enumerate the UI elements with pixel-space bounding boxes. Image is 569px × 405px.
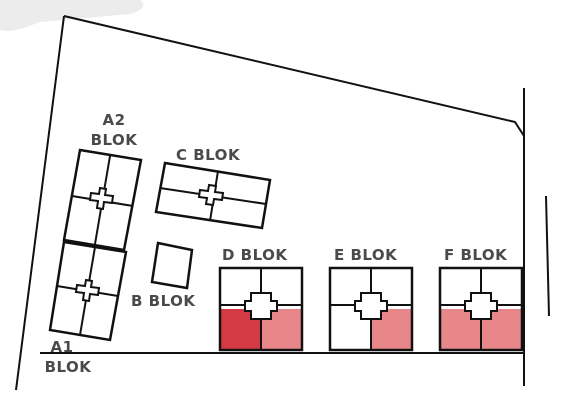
a2-core xyxy=(88,186,115,211)
label-a1: A1 BLOK xyxy=(36,337,100,377)
d-core xyxy=(244,292,278,320)
block-b[interactable] xyxy=(150,241,194,290)
block-c[interactable] xyxy=(154,161,272,230)
label-f: F BLOK xyxy=(444,246,508,264)
label-b: B BLOK xyxy=(131,292,196,310)
block-d[interactable] xyxy=(218,266,304,352)
block-e[interactable] xyxy=(328,266,414,352)
label-a2-line2: BLOK xyxy=(90,131,138,149)
block-a2[interactable] xyxy=(62,148,143,252)
label-a1-line2: BLOK xyxy=(44,358,92,376)
label-a2: A2 BLOK xyxy=(84,110,144,150)
label-a1-line1: A1 xyxy=(50,338,74,356)
site-boundary xyxy=(15,15,550,391)
block-a1[interactable] xyxy=(48,240,128,342)
f-core xyxy=(464,292,498,320)
a1-core xyxy=(74,278,101,303)
block-f[interactable] xyxy=(438,266,524,352)
label-c: C BLOK xyxy=(176,146,241,164)
corner-smudge xyxy=(0,0,144,31)
label-a2-line1: A2 xyxy=(102,111,126,129)
label-e: E BLOK xyxy=(334,246,398,264)
label-d: D BLOK xyxy=(222,246,288,264)
e-core xyxy=(354,292,388,320)
c-core xyxy=(197,183,225,207)
